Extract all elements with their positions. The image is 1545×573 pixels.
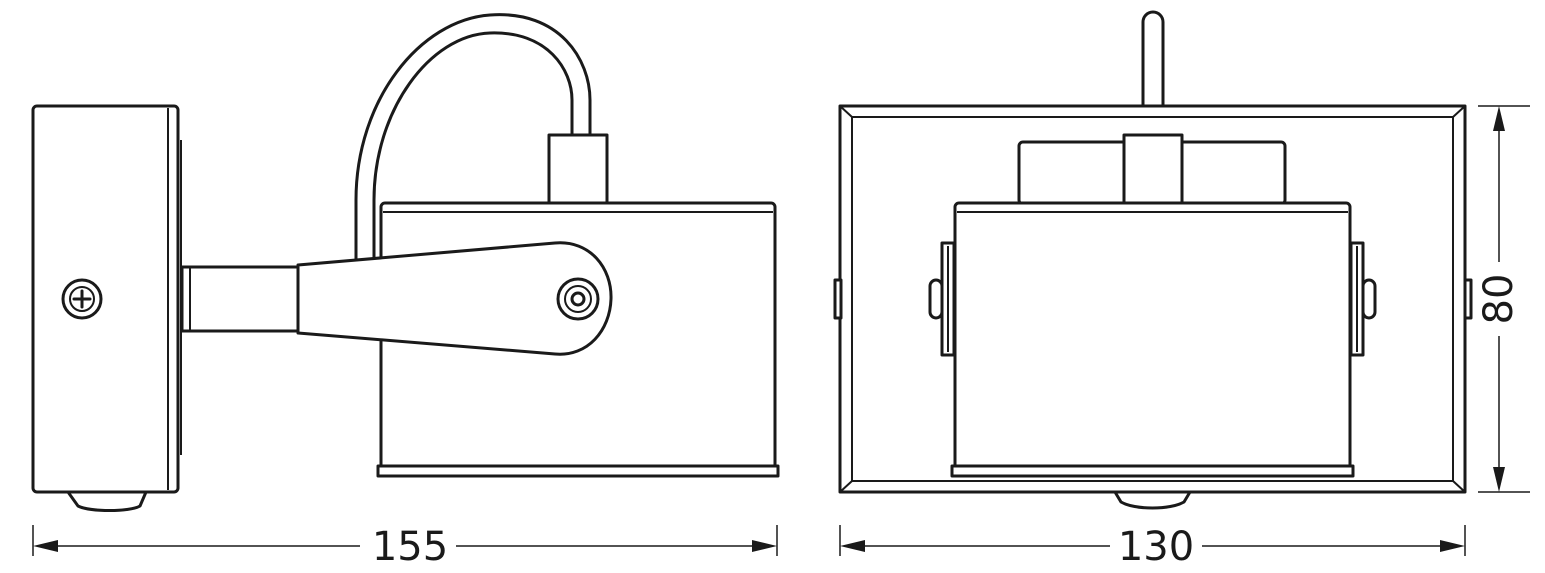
arm-rod [180, 265, 300, 333]
front-bottom-tab [1113, 490, 1192, 510]
cable-connector-front [1122, 133, 1184, 206]
bracket-left [928, 241, 956, 357]
cable-connector-side [547, 133, 609, 205]
front-view: 130 80 [833, 10, 1530, 570]
spot-body-front [953, 201, 1352, 471]
dimension-label-80: 80 [1476, 274, 1522, 325]
wall-mount-box [31, 104, 180, 494]
dimension-side-width: 155 [32, 524, 778, 570]
pivot-bolt-icon [556, 277, 600, 321]
side-cable [354, 13, 592, 264]
bracket-right [1349, 241, 1377, 357]
spot-bottom-lip-front [950, 464, 1355, 478]
dimension-front-width: 130 [839, 524, 1466, 570]
dimension-label-155: 155 [372, 524, 448, 570]
dimension-label-130: 130 [1118, 524, 1194, 570]
dimension-front-height: 80 [1476, 105, 1530, 493]
side-view: 155 [31, 13, 780, 570]
wall-box-bottom-knob [66, 490, 148, 512]
frame-clip-right [1463, 278, 1473, 320]
frame-clip-left [833, 278, 843, 320]
spot-bottom-lip-side [376, 464, 780, 478]
pivot-bracket [296, 241, 613, 356]
screw-icon [61, 278, 103, 320]
front-frame-inner [851, 116, 1454, 482]
